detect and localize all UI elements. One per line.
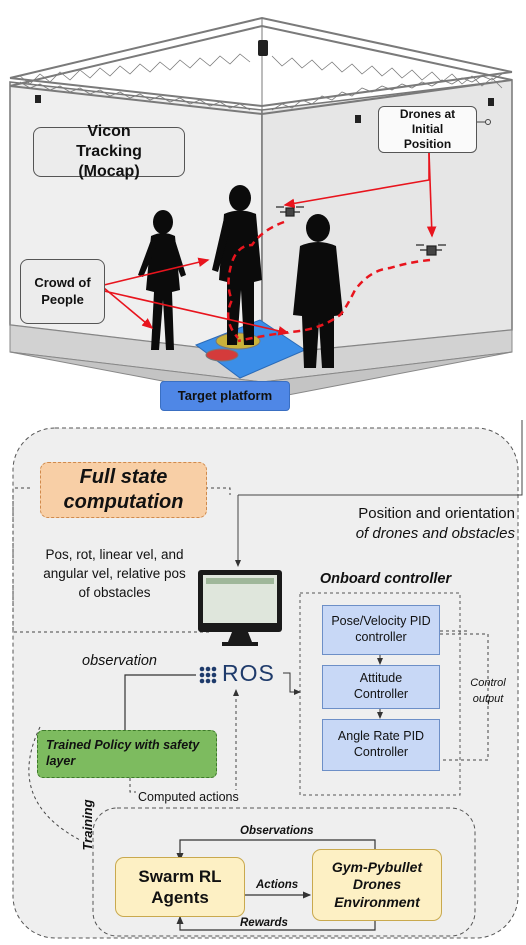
gym-env-text: Gym-Pybullet Drones Environment [331, 858, 423, 910]
computed-actions-label: Computed actions [136, 790, 241, 804]
attitude-controller-text: Attitude Controller [353, 671, 409, 701]
swarm-rl-agents-box: Swarm RL Agents [115, 857, 245, 917]
control-output-label: Control output [460, 676, 516, 708]
rewards-text: Rewards [240, 917, 288, 929]
attitude-controller-block: Attitude Controller [322, 665, 440, 709]
full-state-text: Full state computation [63, 466, 184, 513]
onboard-controller-text: Onboard controller [319, 571, 452, 587]
vicon-feed-line [238, 420, 523, 496]
observation-label: observation [82, 653, 157, 669]
vicon-tracking-label: Vicon Tracking (Mocap) [33, 123, 185, 180]
training-text: Training [80, 799, 95, 851]
monitor-icon [198, 570, 282, 646]
position-orientation-line1: Position and orientation [358, 505, 515, 522]
crowd-label: Crowd of People [20, 259, 105, 324]
drones-initial-text: Drones at Initial Position [399, 107, 456, 151]
drones-initial-label: Drones at Initial Position [378, 106, 477, 153]
actions-text: Actions [256, 879, 299, 891]
ros-label: ROS [222, 660, 275, 687]
swarm-rl-text: Swarm RL Agents [138, 866, 222, 907]
control-output-text: Control output [470, 677, 506, 705]
pose-velocity-pid-text: Pose/Velocity PID controller [331, 614, 431, 644]
pose-velocity-pid-block: Pose/Velocity PID controller [322, 605, 440, 655]
platform-red [205, 348, 239, 362]
angle-rate-pid-text: Angle Rate PID Controller [337, 729, 425, 759]
crowd-text: Crowd of People [34, 275, 91, 307]
ros-dots-icon [199, 666, 217, 684]
target-platform-label: Target platform [160, 381, 290, 411]
mocap-camera-icon [35, 40, 494, 123]
rewards-label: Rewards [240, 917, 288, 929]
vicon-tracking-text: Vicon Tracking (Mocap) [76, 123, 142, 180]
vicon-scene [9, 16, 513, 401]
trained-policy-box: Trained Policy with safety layer [37, 730, 217, 778]
training-label: Training [80, 790, 95, 860]
position-orientation-label: Position and orientation of drones and o… [290, 504, 515, 545]
actions-label: Actions [256, 879, 298, 891]
observation-text: observation [82, 653, 157, 669]
full-state-box: Full state computation [40, 462, 207, 518]
state-vector-label: Pos, rot, linear vel, and angular vel, r… [42, 545, 187, 602]
onboard-controller-title: Onboard controller [298, 571, 473, 587]
crowd-arrows [103, 151, 437, 336]
computed-actions-text: Computed actions [138, 790, 239, 804]
state-vector-text: Pos, rot, linear vel, and angular vel, r… [43, 547, 186, 601]
ros-text: ROS [222, 660, 275, 686]
truss-icon [9, 16, 513, 116]
observations-label: Observations [240, 825, 314, 837]
angle-rate-pid-block: Angle Rate PID Controller [322, 719, 440, 771]
trained-policy-text: Trained Policy with safety layer [46, 738, 200, 768]
observations-text: Observations [240, 825, 314, 837]
gym-env-box: Gym-Pybullet Drones Environment [312, 849, 442, 921]
target-platform-text: Target platform [177, 387, 273, 403]
position-orientation-line2: of drones and obstacles [355, 525, 515, 543]
